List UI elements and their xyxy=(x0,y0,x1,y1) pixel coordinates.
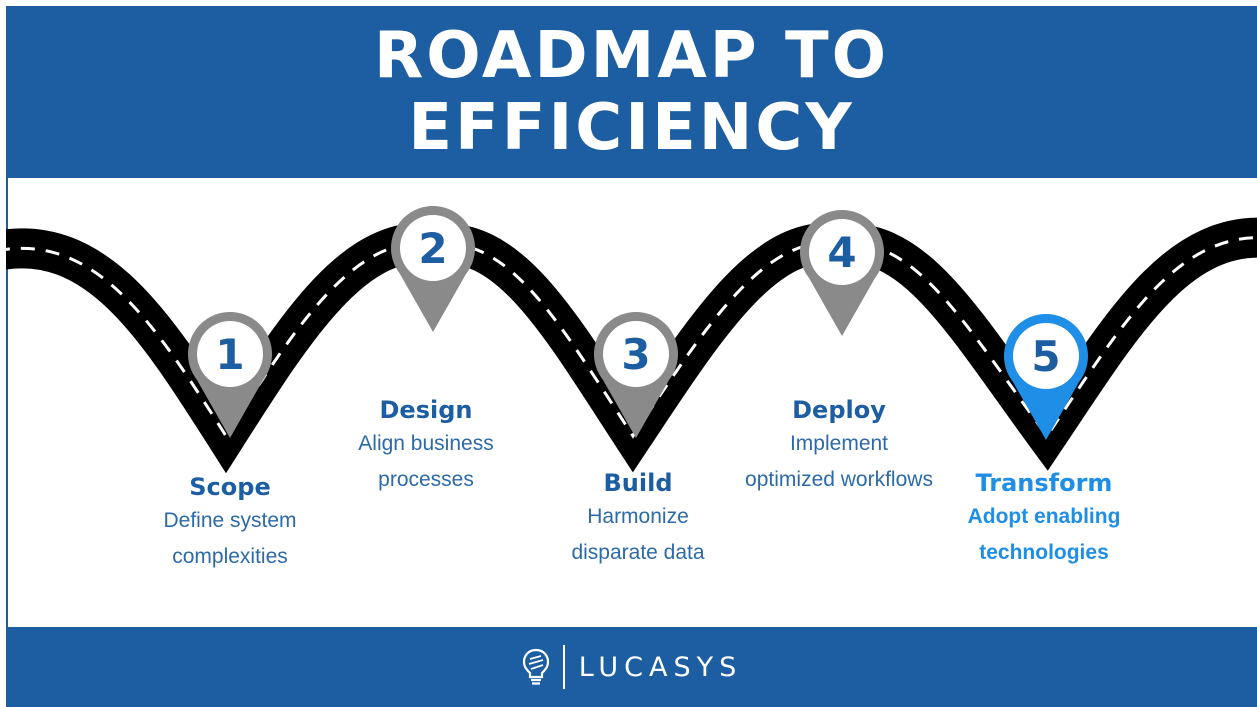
page-title-line-2: EFFICIENCY xyxy=(408,91,855,165)
step-1-title: Scope xyxy=(189,473,271,501)
step-5-number: 5 xyxy=(1031,332,1060,381)
header-banner: ROADMAP TO EFFICIENCY xyxy=(6,6,1257,178)
step-1-description: Define system complexities xyxy=(163,509,297,568)
step-4-description: Implement optimized workflows xyxy=(745,432,933,491)
step-2-description: Align business processes xyxy=(358,432,494,491)
page-title-line-1: ROADMAP TO xyxy=(373,19,890,93)
step-5-text: Transform Adopt enabling technologies xyxy=(944,467,1144,571)
road-center-line xyxy=(6,236,1257,439)
step-4-number: 4 xyxy=(827,228,856,277)
step-3-pin: 3 xyxy=(594,312,679,438)
lightbulb-icon xyxy=(522,648,549,685)
step-5-description: Adopt enabling technologies xyxy=(967,505,1121,564)
step-3-title: Build xyxy=(603,469,673,497)
footer-banner: LUCASYS xyxy=(6,627,1257,707)
roadmap-area: 1 2 3 4 5 xyxy=(6,178,1257,628)
brand-logo: LUCASYS xyxy=(521,645,743,689)
logo-divider xyxy=(562,645,565,689)
step-1-text: Scope Define system complexities xyxy=(130,471,330,575)
step-3-text: Build Harmonize disparate data xyxy=(538,467,738,571)
step-4-text: Deploy Implement optimized workflows xyxy=(739,394,939,498)
step-2-title: Design xyxy=(379,396,473,424)
brand-name: LUCASYS xyxy=(578,651,743,683)
step-2-text: Design Align business processes xyxy=(326,394,526,498)
step-5-title: Transform xyxy=(975,469,1113,497)
winding-road: 1 2 3 4 5 xyxy=(6,206,1257,474)
step-4-title: Deploy xyxy=(792,396,886,424)
step-3-number: 3 xyxy=(621,330,650,379)
step-4-pin: 4 xyxy=(800,210,885,336)
step-5-pin: 5 xyxy=(1004,314,1088,440)
infographic: ROADMAP TO EFFICIENCY 1 2 3 xyxy=(6,6,1257,707)
left-border xyxy=(6,178,8,628)
step-1-number: 1 xyxy=(215,330,244,379)
step-2-pin: 2 xyxy=(391,206,475,332)
step-3-description: Harmonize disparate data xyxy=(571,505,705,564)
step-1-pin: 1 xyxy=(188,312,272,438)
step-2-number: 2 xyxy=(418,224,447,273)
